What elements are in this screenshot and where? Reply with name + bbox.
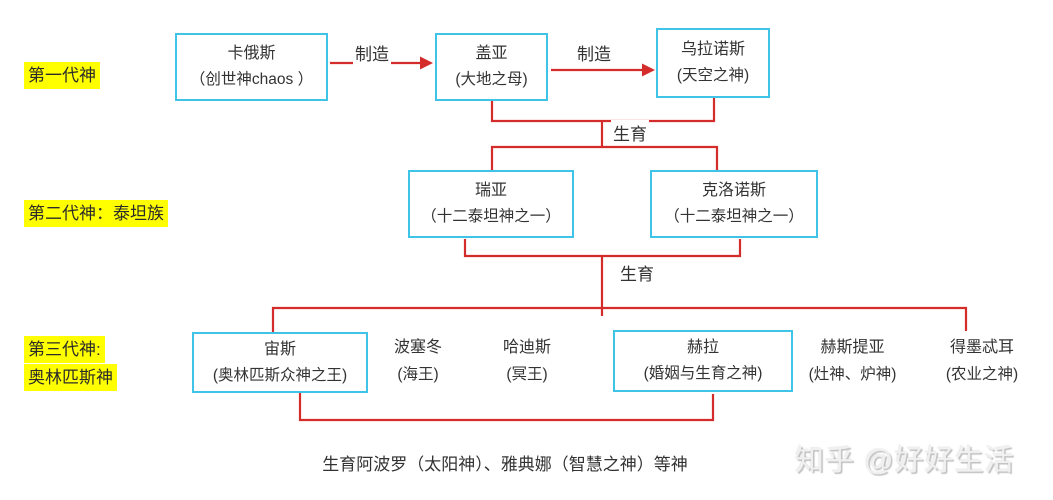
node-hera: 赫拉 (婚姻与生育之神) (613, 330, 793, 392)
node-zeus: 宙斯 (奥林匹斯众神之王) (192, 332, 368, 393)
node-hera-name: 赫拉 (686, 339, 719, 356)
node-rhea-name: 瑞亚 (474, 182, 507, 199)
node-cronus-subtitle: （十二泰坦神之一） (664, 208, 804, 225)
node-uranus-subtitle: (天空之神) (676, 67, 750, 84)
edge-label-birth-2: 生育 (618, 260, 656, 285)
node-demeter: 得墨忒耳 (农业之神) (924, 332, 1040, 390)
node-chaos: 卡俄斯 （创世神chaos ） (175, 33, 328, 101)
edge-label-make-2: 制造 (575, 40, 613, 65)
edge-label-birth-1: 生育 (611, 120, 649, 145)
node-hera-subtitle: (婚姻与生育之神) (643, 365, 763, 382)
node-rhea: 瑞亚 （十二泰坦神之一） (408, 170, 574, 238)
node-poseidon: 波塞冬 (海王) (380, 332, 456, 390)
node-poseidon-subtitle: (海王) (397, 366, 439, 383)
node-gaia-subtitle: (大地之母) (455, 71, 528, 88)
node-cronus: 克洛诺斯 （十二泰坦神之一） (650, 170, 818, 238)
node-hestia-subtitle: (灶神、炉神) (808, 366, 897, 383)
generation-label-2-text: 第二代神：泰坦族 (24, 200, 168, 227)
node-demeter-name: 得墨忒耳 (949, 339, 1014, 356)
footnote-offspring: 生育阿波罗（太阳神）、雅典娜（智慧之神）等神 (322, 455, 688, 474)
node-gaia: 盖亚 (大地之母) (435, 33, 548, 101)
bracket-over-olympians (271, 306, 968, 332)
node-zeus-subtitle: (奥林匹斯众神之王) (212, 366, 348, 384)
node-gaia-name: 盖亚 (475, 45, 508, 62)
node-rhea-subtitle: （十二泰坦神之一） (421, 208, 561, 225)
node-chaos-name: 卡俄斯 (227, 45, 276, 62)
edge-label-make-1: 制造 (353, 40, 391, 65)
generation-label-3-line2: 奥林匹斯神 (24, 364, 117, 391)
arrowhead-gaia-uranus (642, 63, 655, 77)
zhihu-watermark: 知乎 @好好生活 (795, 445, 1015, 477)
generation-label-3-line1: 第三代神: (24, 336, 105, 363)
generation-label-1-text: 第一代神 (24, 62, 100, 89)
bracket-titans-down (463, 239, 742, 258)
bracket-gaia-uranus-down (490, 98, 716, 123)
node-hades: 哈迪斯 (冥王) (489, 332, 565, 390)
node-hades-subtitle: (冥王) (506, 366, 548, 383)
node-hestia: 赫斯提亚 (灶神、炉神) (795, 332, 910, 390)
generation-label-2: 第二代神：泰坦族 (24, 200, 168, 227)
node-poseidon-name: 波塞冬 (393, 339, 442, 356)
bracket-over-titans (490, 145, 719, 171)
node-hestia-name: 赫斯提亚 (820, 339, 885, 356)
node-hades-name: 哈迪斯 (502, 339, 551, 356)
node-cronus-name: 克洛诺斯 (701, 182, 766, 199)
node-demeter-subtitle: (农业之神) (945, 366, 1019, 383)
arrowhead-chaos-gaia (420, 56, 433, 70)
generation-label-1: 第一代神 (24, 62, 100, 89)
node-chaos-subtitle: （创世神chaos ） (189, 71, 314, 88)
bracket-zeus-hera-down (298, 393, 715, 422)
generation-label-3: 第三代神: 奥林匹斯神 (24, 336, 117, 391)
node-uranus-name: 乌拉诺斯 (680, 41, 745, 58)
node-uranus: 乌拉诺斯 (天空之神) (656, 28, 770, 98)
node-zeus-name: 宙斯 (263, 340, 296, 358)
